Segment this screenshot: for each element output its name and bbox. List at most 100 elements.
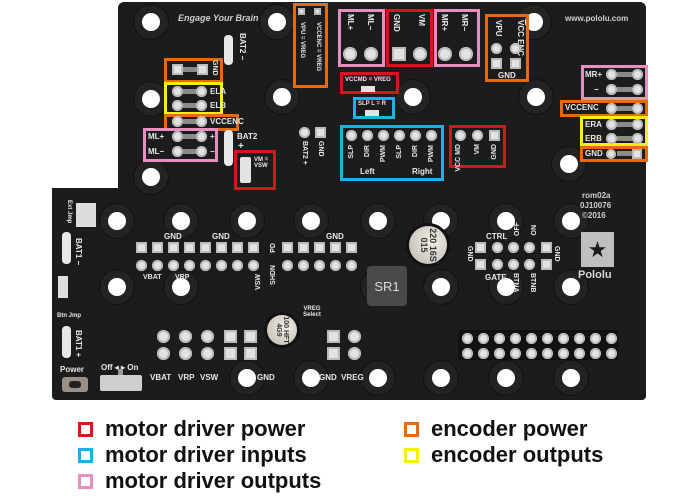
pad[interactable] (346, 130, 357, 141)
pad[interactable] (492, 242, 503, 253)
pad[interactable] (632, 149, 642, 159)
pad[interactable] (168, 260, 179, 271)
pad[interactable] (632, 103, 643, 114)
pad[interactable] (298, 8, 305, 15)
pad[interactable] (378, 130, 389, 141)
pad[interactable] (172, 64, 183, 75)
pad[interactable] (172, 100, 183, 111)
pad[interactable] (542, 348, 553, 359)
pad[interactable] (606, 103, 617, 114)
pad[interactable] (244, 347, 257, 360)
pad[interactable] (172, 146, 183, 157)
pad[interactable] (184, 242, 195, 253)
pad[interactable] (196, 131, 207, 142)
vm-vsw-jumper[interactable] (240, 157, 251, 183)
btn-jmp-pads[interactable] (58, 276, 68, 298)
pad[interactable] (478, 348, 489, 359)
pad[interactable] (462, 333, 473, 344)
pad[interactable] (558, 348, 569, 359)
pad[interactable] (541, 242, 552, 253)
pad[interactable] (632, 119, 643, 130)
pad[interactable] (327, 330, 340, 343)
pad[interactable] (632, 69, 643, 80)
pad[interactable] (606, 333, 617, 344)
pad[interactable] (413, 47, 427, 61)
pad[interactable] (172, 86, 183, 97)
pad[interactable] (362, 130, 373, 141)
pad[interactable] (574, 333, 585, 344)
pad[interactable] (508, 259, 519, 270)
pad[interactable] (314, 8, 321, 15)
pad[interactable] (491, 58, 502, 69)
pad[interactable] (590, 333, 601, 344)
pad[interactable] (472, 130, 483, 141)
pad[interactable] (299, 127, 310, 138)
pad[interactable] (606, 84, 617, 95)
pad[interactable] (542, 333, 553, 344)
pad[interactable] (510, 58, 521, 69)
pad[interactable] (172, 116, 183, 127)
pad[interactable] (343, 47, 357, 61)
pad[interactable] (364, 47, 378, 61)
pad[interactable] (392, 47, 406, 61)
pad[interactable] (410, 130, 421, 141)
pad[interactable] (462, 348, 473, 359)
power-switch[interactable] (100, 369, 142, 391)
pad[interactable] (590, 348, 601, 359)
vccmd-jumper[interactable] (361, 86, 375, 92)
pad[interactable] (526, 348, 537, 359)
pad[interactable] (216, 260, 227, 271)
pad[interactable] (574, 348, 585, 359)
pad[interactable] (632, 133, 643, 144)
pad[interactable] (606, 69, 617, 80)
pad[interactable] (330, 242, 341, 253)
pad[interactable] (232, 242, 243, 253)
pad[interactable] (475, 242, 486, 253)
pad[interactable] (492, 259, 503, 270)
pad[interactable] (200, 242, 211, 253)
pad[interactable] (478, 333, 489, 344)
pad[interactable] (200, 260, 211, 271)
pad[interactable] (152, 242, 163, 253)
pad[interactable] (179, 330, 192, 343)
pad[interactable] (558, 333, 569, 344)
pad[interactable] (248, 242, 259, 253)
pad[interactable] (216, 242, 227, 253)
pad[interactable] (491, 43, 502, 54)
pad[interactable] (248, 260, 259, 271)
ext-jmp-pads[interactable] (76, 203, 96, 227)
pad[interactable] (244, 330, 257, 343)
pad[interactable] (201, 347, 214, 360)
pad[interactable] (455, 130, 466, 141)
pad[interactable] (224, 347, 237, 360)
pad[interactable] (606, 149, 616, 159)
pad[interactable] (606, 119, 617, 130)
pad[interactable] (201, 330, 214, 343)
pad[interactable] (510, 348, 521, 359)
slp-jumper[interactable] (365, 110, 379, 116)
pad[interactable] (152, 260, 163, 271)
pad[interactable] (494, 333, 505, 344)
pad[interactable] (172, 131, 183, 142)
pad[interactable] (475, 259, 486, 270)
pad[interactable] (346, 260, 357, 271)
pad[interactable] (224, 330, 237, 343)
pad[interactable] (346, 242, 357, 253)
pad[interactable] (282, 242, 293, 253)
pad[interactable] (459, 47, 473, 61)
pad[interactable] (327, 347, 340, 360)
pad[interactable] (197, 64, 208, 75)
pad[interactable] (606, 348, 617, 359)
pad[interactable] (196, 86, 207, 97)
pad[interactable] (494, 348, 505, 359)
pad[interactable] (348, 330, 361, 343)
pad[interactable] (524, 242, 535, 253)
pad[interactable] (168, 242, 179, 253)
power-button[interactable] (62, 377, 88, 392)
pad[interactable] (298, 260, 309, 271)
pad[interactable] (314, 242, 325, 253)
pad[interactable] (232, 260, 243, 271)
pad[interactable] (157, 347, 170, 360)
pad[interactable] (314, 260, 325, 271)
pad[interactable] (136, 260, 147, 271)
